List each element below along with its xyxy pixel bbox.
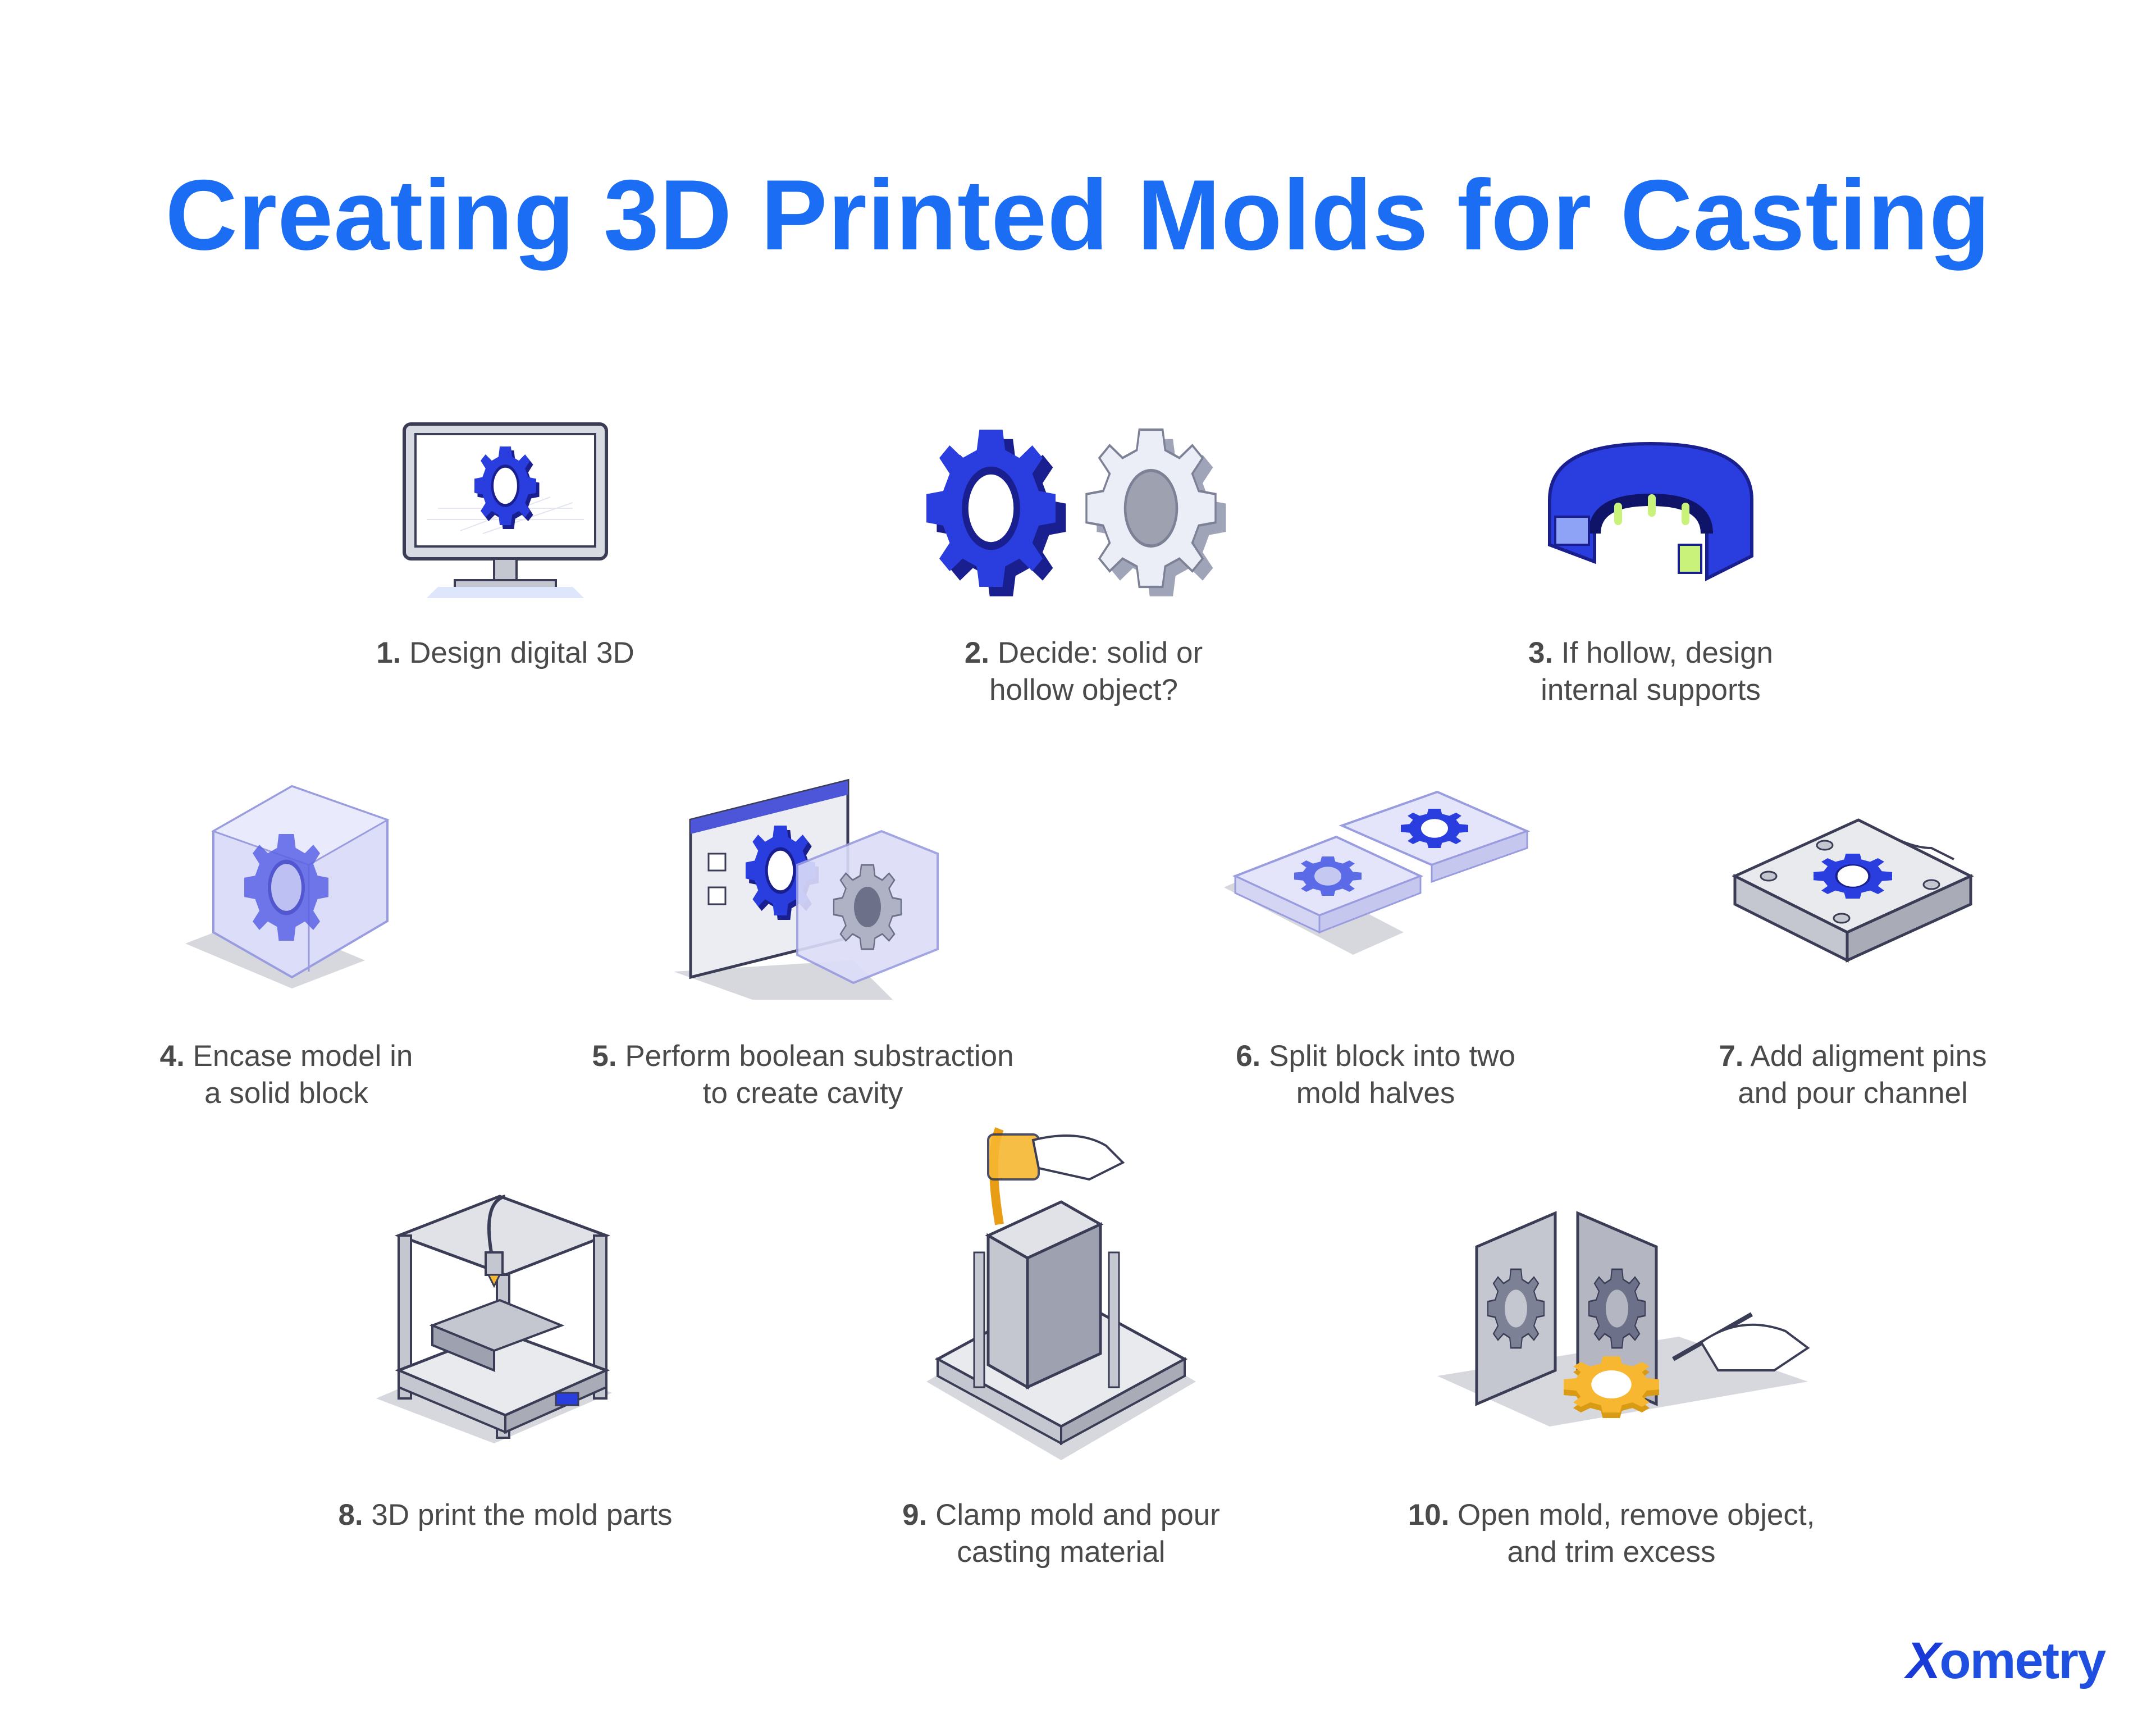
encased-gear-block-icon	[185, 785, 390, 988]
step-caption: 5. Perform boolean substraction to creat…	[592, 1040, 1014, 1110]
page-title: Creating 3D Printed Molds for Casting	[165, 159, 1991, 271]
step-caption: 2. Decide: solid or hollow object?	[964, 636, 1203, 707]
gear-cutaway-icon	[1548, 441, 1753, 581]
step-caption: 1. Design digital 3D	[376, 636, 634, 669]
step-caption: 4. Encase model in a solid block	[159, 1040, 413, 1110]
boolean-subtraction-icon	[674, 778, 939, 1000]
xometry-logo: Xometry	[1906, 1632, 2106, 1689]
solid-hollow-gears-icon	[926, 418, 1226, 596]
step-caption: 6. Split block into two mold halves	[1236, 1040, 1515, 1110]
step-caption: 7. Add aligment pins and pour channel	[1719, 1040, 1987, 1110]
clamp-pour-icon	[926, 1127, 1196, 1460]
step-caption: 3. If hollow, design internal supports	[1528, 636, 1774, 707]
alignment-pins-mold-icon	[1732, 818, 1974, 963]
step-caption: 10. Open mold, remove object, and trim e…	[1408, 1498, 1815, 1569]
split-mold-halves-icon	[1224, 790, 1531, 955]
3d-printer-icon	[376, 1195, 612, 1443]
monitor-gear-icon	[403, 422, 608, 598]
open-mold-trim-icon	[1437, 1211, 1810, 1427]
step-caption: 8. 3D print the mold parts	[338, 1498, 673, 1532]
step-caption: 9. Clamp mold and pour casting material	[902, 1498, 1220, 1569]
